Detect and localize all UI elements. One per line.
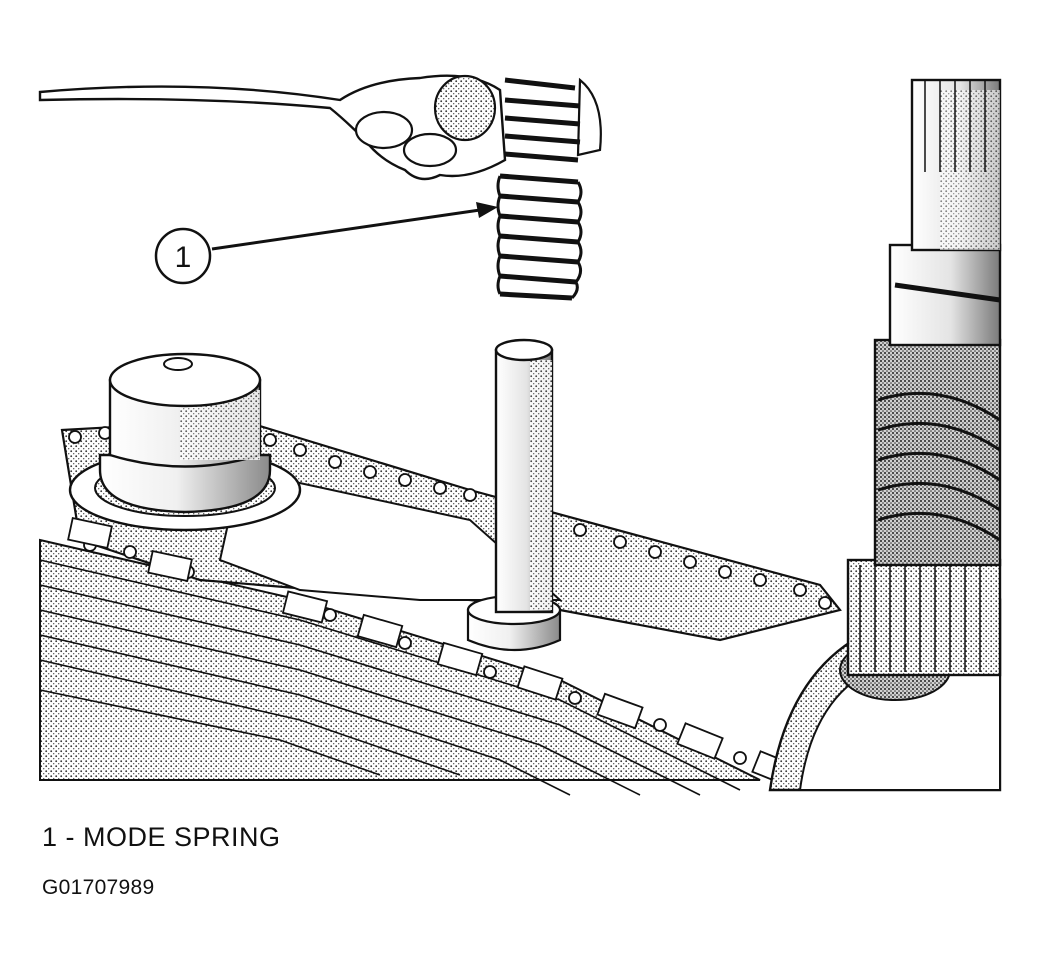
chain-stack: [39, 538, 761, 796]
output-shaft: [768, 78, 1002, 792]
leader-arrowhead: [476, 202, 498, 218]
hand: [38, 74, 602, 181]
figure-code: G01707989: [42, 876, 155, 899]
shift-rail: [466, 338, 562, 652]
left-sprocket-hub: [68, 352, 302, 532]
legend-item-1: 1 - MODE SPRING: [42, 822, 281, 852]
mode-spring: [496, 77, 583, 301]
mode-spring-illustration: 1: [38, 74, 1002, 796]
callout-1: 1: [154, 202, 498, 285]
leader-line: [211, 208, 481, 251]
callout-number: 1: [175, 241, 192, 274]
